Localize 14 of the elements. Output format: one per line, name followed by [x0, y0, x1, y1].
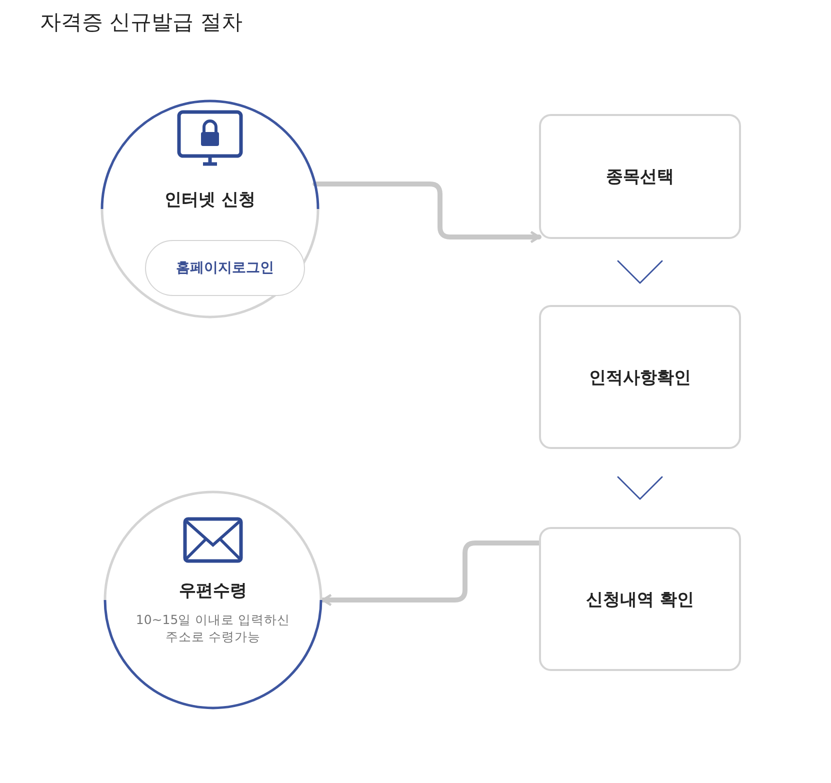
step-label: 종목선택: [606, 166, 674, 188]
step-box: [539, 114, 741, 239]
step-box: [539, 527, 741, 671]
step-title: 인터넷 신청: [164, 189, 256, 211]
step-title: 우편수령: [178, 580, 248, 602]
title: 자격증 신규발급 절차: [40, 9, 242, 36]
step-box: [539, 305, 741, 449]
arrow: [312, 182, 542, 244]
login-pill: [145, 240, 305, 296]
step-label: 신청내역 확인: [586, 588, 694, 610]
step-note: 10~15일 이내로 입력하신 주소로 수령가능: [134, 611, 292, 645]
pill-label: 홈페이지로그인: [176, 259, 274, 277]
step-label: 인적사항확인: [589, 366, 691, 388]
arrow: [320, 540, 542, 606]
